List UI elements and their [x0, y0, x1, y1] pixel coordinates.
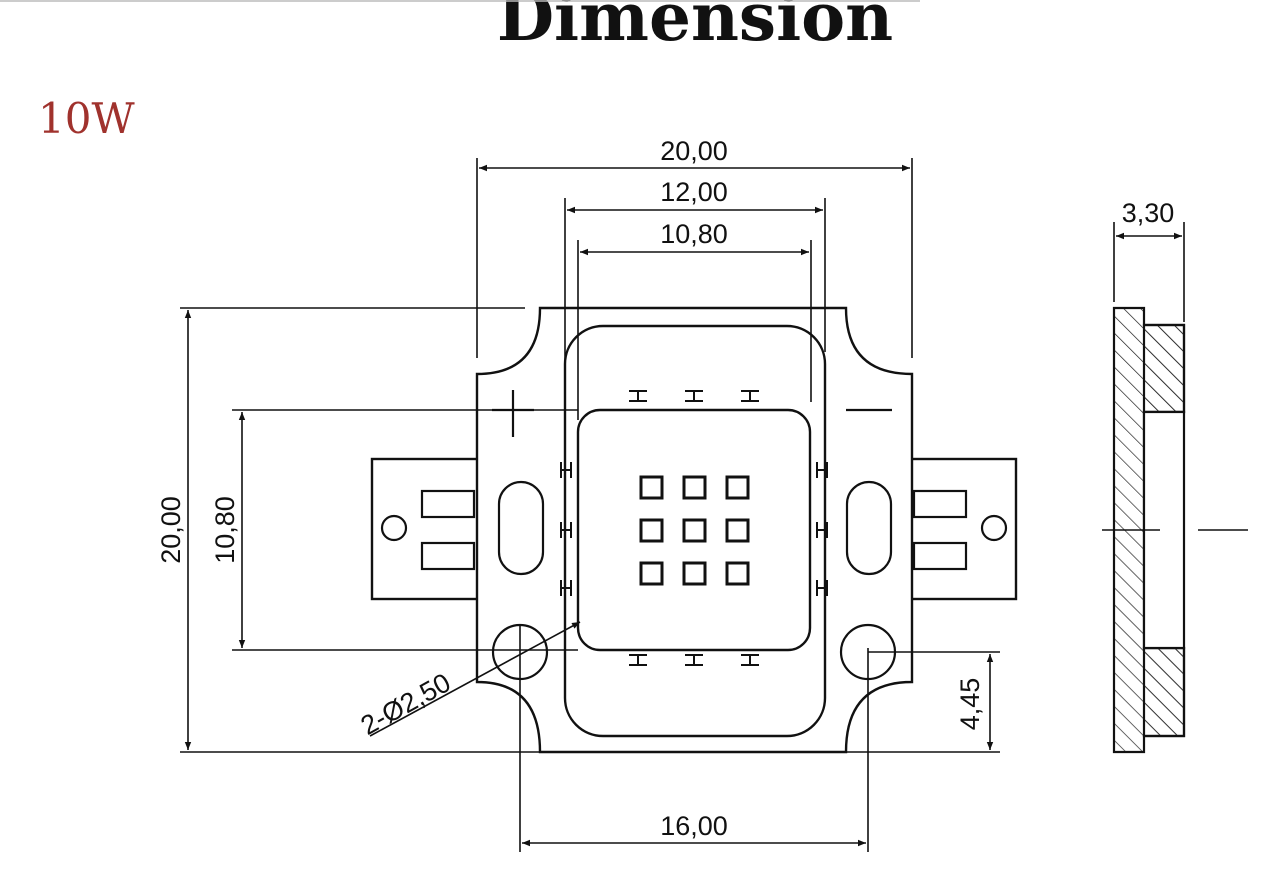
tab-pads [380, 489, 1008, 571]
chip-pin [560, 580, 572, 596]
board-slots [497, 480, 893, 576]
dim-overall-height: 20,00 [156, 496, 186, 564]
chip-pin [629, 654, 647, 666]
dim-thickness: 3,30 [1122, 198, 1175, 228]
dim-holes: 2-Ø2,50 [356, 667, 456, 741]
led-die [725, 475, 750, 500]
dim-hole-offset: 4,45 [955, 678, 985, 731]
led-die [639, 518, 664, 543]
dim-chip-width: 10,80 [660, 219, 728, 249]
led-die-grid [639, 475, 750, 586]
dim-lens-width: 12,00 [660, 177, 728, 207]
chip-pin [816, 462, 828, 478]
led-die [725, 518, 750, 543]
page-title: Dimension [496, 0, 894, 56]
led-die [639, 475, 664, 500]
led-die [682, 518, 707, 543]
led-die [725, 561, 750, 586]
chip-pin [741, 390, 759, 402]
chip-pin [741, 654, 759, 666]
chip-pin [560, 462, 572, 478]
chip-pin [685, 390, 703, 402]
led-die [682, 475, 707, 500]
chip-pin [816, 580, 828, 596]
dim-chip-height: 10,80 [210, 496, 240, 564]
led-die [682, 561, 707, 586]
dim-hole-spacing: 16,00 [660, 811, 728, 841]
side-view [1102, 306, 1248, 754]
chip-pin [560, 522, 572, 538]
dim-overall-width: 20,00 [660, 136, 728, 166]
chip-pin [629, 390, 647, 402]
led-die [639, 561, 664, 586]
chip-pin [816, 522, 828, 538]
power-label: 10W [38, 94, 135, 143]
chip-pins [560, 390, 828, 666]
chip-pin [685, 654, 703, 666]
